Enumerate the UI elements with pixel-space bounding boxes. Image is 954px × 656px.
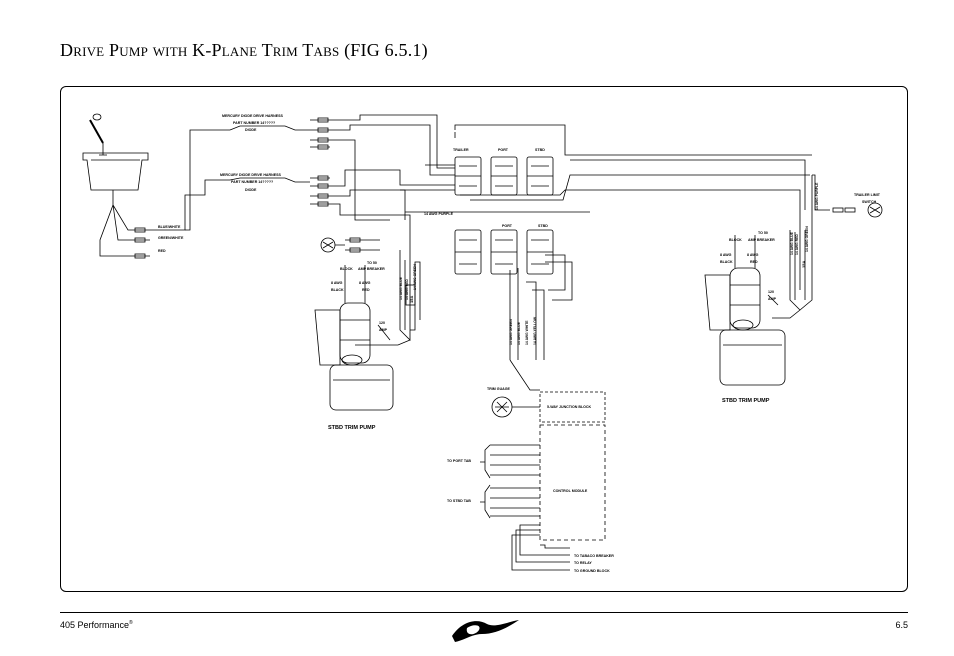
trailer-limit-label-a: TRAILER LIMIT (854, 193, 881, 197)
page-number: 6.5 (895, 620, 908, 630)
harness2-label-b: PART NUMBER 14????? (231, 180, 273, 184)
diagram-frame (60, 86, 908, 592)
wire-blue-label: BLUE/WHITE (158, 225, 181, 229)
left-block-label: BLOCK (340, 267, 353, 271)
trailer-limit-label-b: SWITCH (862, 200, 877, 204)
to-port-tab-label: TO PORT TAB (447, 459, 471, 463)
trim-switch-panel-1 (454, 156, 554, 196)
left-pump-label: STBD TRIM PUMP (328, 425, 376, 431)
left-wire-red-label: 14 AWG RED (405, 279, 409, 300)
left-8awg-label: 8 AWG (331, 281, 343, 285)
to-ground-label: TO GROUND BLOCK (574, 569, 610, 573)
harness1-label-b: PART NUMBER 14????? (233, 121, 275, 125)
diode2-label: DIODE (245, 188, 257, 192)
control-module-label: CONTROL MODULE (553, 489, 588, 493)
left-amp-value: 120 (379, 321, 385, 325)
to-tabaco-label: TO TABACO BREAKER (574, 554, 614, 558)
sw2-stbd-label: STBD (538, 224, 548, 228)
right-amp-unit: AMP (768, 297, 777, 301)
trim-gauge-label: TRIM GUAGE (487, 387, 511, 391)
wire-green-label: GREEN/WHITE (158, 236, 184, 240)
right-to-label: TO 50 (758, 231, 768, 235)
left-trim-pump-icon (314, 265, 394, 411)
left-wire-green-label: 14 AWG GREEN (413, 264, 417, 290)
trim-switch-panel-2 (454, 229, 554, 275)
right-8awg-label-a: 8 AWG (720, 253, 732, 257)
throttle-control-icon (82, 113, 149, 191)
control-wire-blue-label: 14 AWG BLUE (517, 321, 521, 345)
left-wire-blue-label: 14 AWG BLUE (399, 276, 403, 300)
left-black-label: BLACK (331, 288, 344, 292)
to-stbd-tab-label: TO STBD TAB (447, 499, 471, 503)
diode1-label: DIODE (245, 128, 257, 132)
footer-brand: 405 Performance® (60, 620, 133, 630)
left-amp-breaker-label: AMP BREAKER (358, 267, 385, 271)
left-amp-unit: AMP (379, 328, 388, 332)
right-amp-breaker-label: AMP BREAKER (748, 238, 775, 242)
right-wire-purple-label: 14 AWG PURPLE (815, 182, 819, 210)
right-fuse-label: 15A (801, 261, 806, 268)
control-wire-white-label: 14 AWG WHITE (525, 320, 529, 345)
right-wire-blue-label: 14 AWG BLUE (790, 231, 794, 255)
brand-logo-icon (452, 620, 519, 642)
right-pump-label: STBD TRIM PUMP (722, 398, 770, 404)
right-amp-value: 120 (768, 290, 774, 294)
right-wire-red-label: 14 AWG RED (795, 234, 799, 255)
sw-port-label: PORT (498, 148, 509, 152)
sw-trailer-label: TRAILER (453, 148, 469, 152)
sw-stbd-label: STBD (535, 148, 545, 152)
right-block-label: BLOCK (729, 238, 742, 242)
left-to-breaker-label: TO 50 (367, 261, 377, 265)
to-relay-label: TO RELAY (574, 561, 592, 565)
footer-rule (60, 612, 908, 613)
right-8awg-label-b: 8 AWG (747, 253, 759, 257)
harness1-label-a: MERCURY DIODE DRIVE HARNESS (222, 114, 284, 118)
right-red-label: RED (750, 260, 758, 264)
page-title: Drive Pump with K-Plane Trim Tabs (FIG 6… (60, 40, 428, 60)
harness2-label-a: MERCURY DIODE DRIVE HARNESS (220, 173, 282, 177)
sw2-port-label: PORT (502, 224, 513, 228)
wire-red-label: RED (158, 249, 166, 253)
left-8awg-red-label: 8 AWG (359, 281, 371, 285)
right-trim-pump-icon (704, 235, 786, 386)
control-wire-yellow-label: 14 AWG YELLOW (533, 316, 537, 345)
purple-wire-label: 14 AWG PURPLE (424, 212, 454, 216)
right-black-label: BLACK (720, 260, 733, 264)
control-wire-green-label: 14 AWG GREEN (509, 319, 513, 345)
right-wire-green-label: 14 AWG GREEN (805, 226, 809, 252)
left-red-label: RED (362, 288, 370, 292)
junction-block-label: 5-WAY JUNCTION BLOCK (547, 405, 592, 409)
left-fuse-label: 15A (409, 296, 414, 303)
